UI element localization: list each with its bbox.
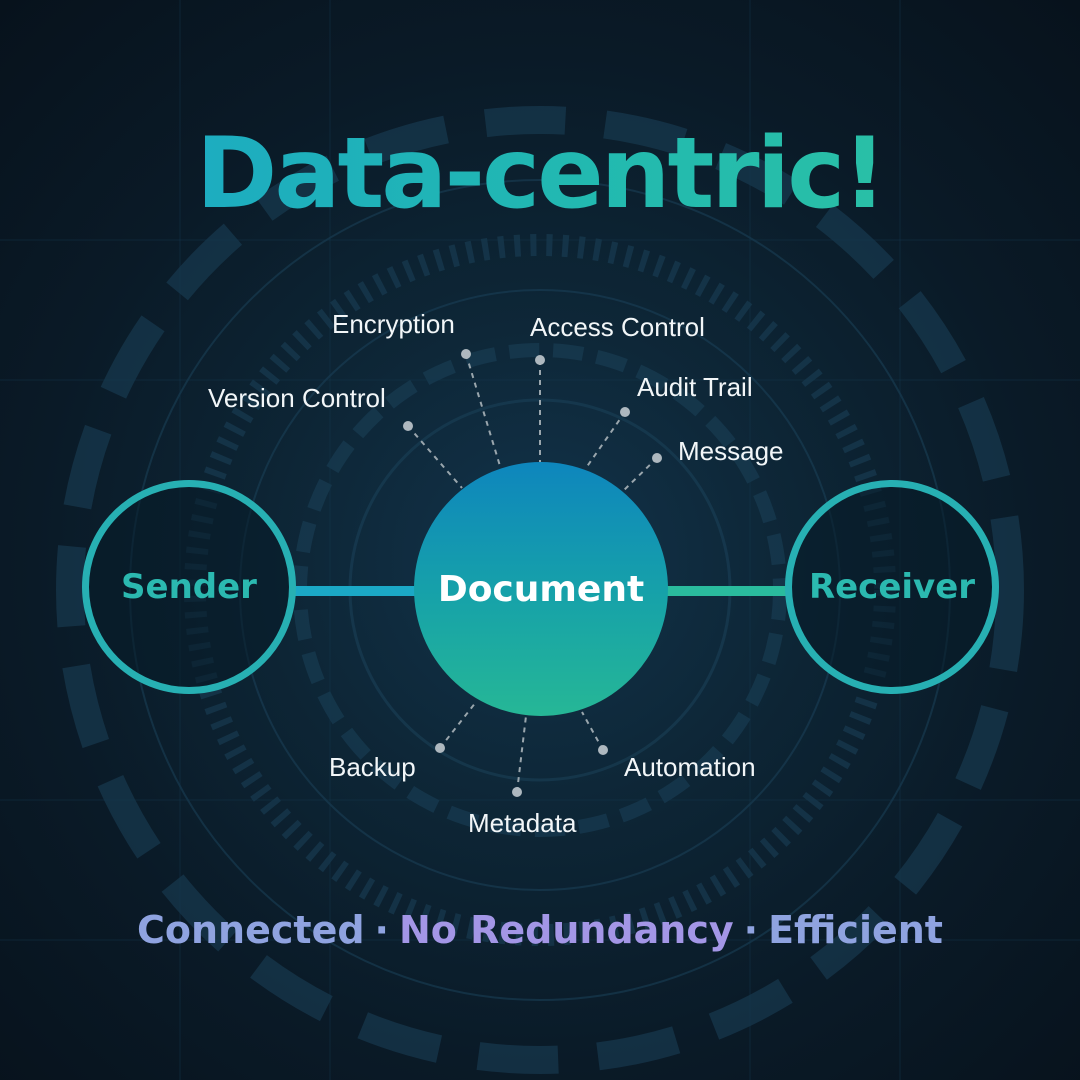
feature-message: Message xyxy=(678,436,784,466)
footer-no-redundancy: No Redundancy xyxy=(398,908,734,952)
connector-lines xyxy=(407,353,658,793)
footer-connected: Connected xyxy=(137,908,365,952)
document-node: Document xyxy=(414,462,668,716)
document-label: Document xyxy=(437,568,645,610)
document-receiver-link xyxy=(666,586,788,596)
feature-audit-trail: Audit Trail xyxy=(637,372,753,402)
feature-metadata: Metadata xyxy=(468,808,577,838)
feature-encryption: Encryption xyxy=(332,309,455,339)
footer-efficient: Efficient xyxy=(768,908,943,952)
footer-separator: · xyxy=(743,908,759,952)
receiver-label: Receiver xyxy=(808,567,976,607)
footer-separator: · xyxy=(374,908,389,952)
page-title: Data-centric! xyxy=(0,118,1080,231)
connector-dots xyxy=(403,349,662,797)
feature-access-control: Access Control xyxy=(530,312,705,342)
footer-tagline: Connected·No Redundancy·Efficient xyxy=(0,908,1080,952)
feature-version-control: Version Control xyxy=(208,383,386,413)
feature-automation: Automation xyxy=(624,752,756,782)
sender-label: Sender xyxy=(121,567,257,607)
sender-document-link xyxy=(292,586,416,596)
receiver-node: Receiver xyxy=(785,480,999,694)
sender-node: Sender xyxy=(82,480,296,694)
feature-backup: Backup xyxy=(329,752,416,782)
